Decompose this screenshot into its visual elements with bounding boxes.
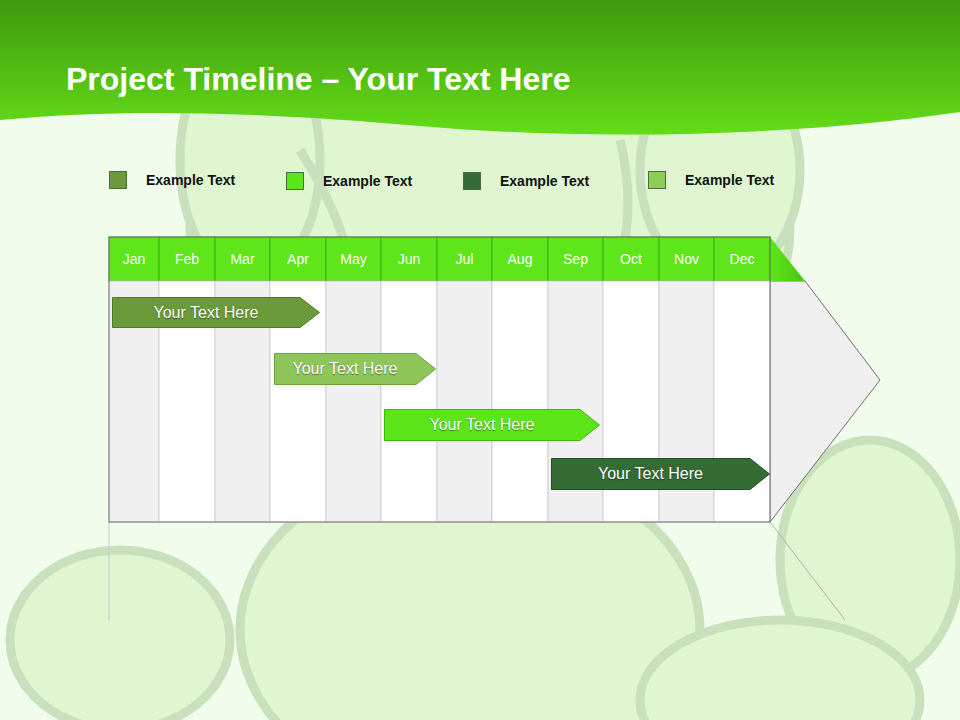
- bar-label: Your Text Here: [112, 303, 300, 323]
- month-header-cell: [326, 237, 381, 281]
- bar-arrow: [275, 354, 436, 385]
- month-header-cell: [215, 237, 270, 281]
- month-header-cell: [159, 237, 215, 281]
- legend-entry: Example Text: [648, 171, 774, 189]
- month-label: Jun: [381, 237, 437, 281]
- month-header-cell: [381, 237, 437, 281]
- header-band: [0, 0, 960, 135]
- timeline-bar: Your Text Here: [384, 409, 600, 441]
- month-label: Oct: [603, 237, 659, 281]
- month-header-cell: [437, 237, 492, 281]
- legend-swatch: [463, 172, 481, 190]
- slide-title: Project Timeline – Your Text Here: [66, 61, 570, 98]
- month-label: Jan: [109, 237, 159, 281]
- bar-arrow: [552, 459, 770, 490]
- month-label: Jul: [437, 237, 492, 281]
- bar-label: Your Text Here: [384, 415, 580, 435]
- month-header-cell: [659, 237, 714, 281]
- bar-label: Your Text Here: [274, 359, 416, 379]
- month-label: May: [326, 237, 381, 281]
- mascot-illustration: [10, 30, 960, 720]
- legend-swatch: [648, 171, 666, 189]
- month-label: Apr: [270, 237, 326, 281]
- legend-swatch: [109, 171, 127, 189]
- legend-text: Example Text: [500, 173, 589, 189]
- legend-entry: Example Text: [286, 172, 412, 190]
- month-label: Aug: [492, 237, 548, 281]
- month-header-cell: [548, 237, 603, 281]
- timeline-frame: [109, 237, 880, 620]
- month-label: Feb: [159, 237, 215, 281]
- month-label: Nov: [659, 237, 714, 281]
- month-column: [492, 281, 548, 522]
- timeline-bar: Your Text Here: [274, 353, 436, 385]
- month-label: Dec: [714, 237, 770, 281]
- month-header-cell: [270, 237, 326, 281]
- month-label: Mar: [215, 237, 270, 281]
- timeline-bar: Your Text Here: [112, 297, 320, 328]
- timeline-bar: Your Text Here: [551, 458, 770, 490]
- bar-arrow: [385, 410, 600, 441]
- legend-entry: Example Text: [109, 171, 235, 189]
- month-header-cell: [714, 237, 770, 281]
- legend-text: Example Text: [685, 172, 774, 188]
- bar-label: Your Text Here: [551, 464, 750, 484]
- legend-swatch: [286, 172, 304, 190]
- bar-arrow: [113, 298, 320, 328]
- month-column: [381, 281, 437, 522]
- month-column: [326, 281, 381, 522]
- month-header-cell: [109, 237, 159, 281]
- legend-text: Example Text: [146, 172, 235, 188]
- legend-text: Example Text: [323, 173, 412, 189]
- month-header-cell: [492, 237, 548, 281]
- legend-entry: Example Text: [463, 172, 589, 190]
- month-header-cell: [603, 237, 659, 281]
- month-label: Sep: [548, 237, 603, 281]
- month-column: [437, 281, 492, 522]
